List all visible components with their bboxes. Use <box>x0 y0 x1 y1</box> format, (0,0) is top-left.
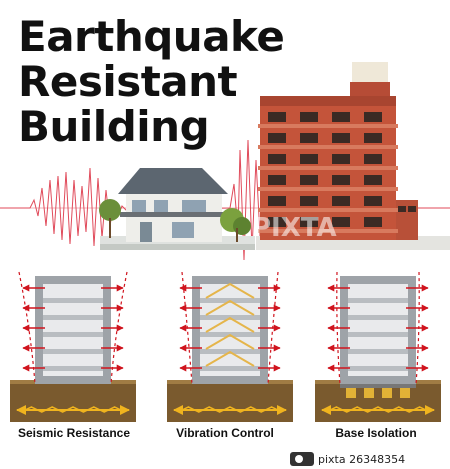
apartment-window <box>332 112 350 122</box>
floor-slab <box>348 366 408 371</box>
sway-line-right <box>110 271 128 385</box>
apartment-window <box>300 196 318 206</box>
apartment-window <box>268 217 286 227</box>
floor-slab <box>348 298 408 303</box>
isolator-bearing <box>382 388 392 398</box>
seismic-waveform <box>0 139 450 261</box>
apartment-window <box>300 112 318 122</box>
apartment-window <box>300 175 318 185</box>
floor-slab <box>43 349 103 354</box>
floor-slab <box>348 332 408 337</box>
apartment-window <box>364 196 382 206</box>
house <box>99 168 255 250</box>
sway-line-right <box>267 271 279 385</box>
balcony-slab <box>258 124 398 128</box>
sway-line-left <box>336 271 341 385</box>
apartment-window <box>332 154 350 164</box>
building-interior <box>348 284 408 376</box>
apartment-window <box>268 133 286 143</box>
damper-brace <box>205 316 255 333</box>
sway-line-left <box>18 271 36 385</box>
balcony-slab <box>258 229 398 233</box>
apartment-window <box>364 175 382 185</box>
apartment-window <box>300 154 318 164</box>
damper-brace <box>205 350 255 367</box>
caption-seismic-resistance: Seismic Resistance <box>17 426 131 440</box>
sway-line-left <box>181 271 193 385</box>
caption-vibration-control: Vibration Control <box>176 426 274 440</box>
apartment-window <box>364 154 382 164</box>
building-interior <box>43 284 103 376</box>
damper-brace <box>205 282 255 299</box>
title-line-2: Resistant <box>18 57 238 106</box>
floor-slab <box>348 349 408 354</box>
balcony-slab <box>258 208 398 212</box>
page-title: Earthquake Resistant Building <box>18 12 285 151</box>
footer-brand: pixta <box>318 453 346 466</box>
floor-slab <box>43 366 103 371</box>
apartment-window <box>332 217 350 227</box>
apartment-window <box>332 175 350 185</box>
footer-brand-id: pixta 26348354 <box>318 453 405 466</box>
footer-image-id: 26348354 <box>349 453 406 466</box>
isolation-base <box>340 384 416 388</box>
apartment-window <box>332 133 350 143</box>
floor-slab <box>348 315 408 320</box>
balcony-slab <box>258 166 398 170</box>
apartment-window <box>364 112 382 122</box>
apartment-window <box>300 217 318 227</box>
caption-base-isolation: Base Isolation <box>335 426 417 440</box>
isolator-bearing <box>400 388 410 398</box>
method-panels <box>10 271 441 422</box>
watermark: PIXTA <box>252 213 337 243</box>
panel-vibration <box>167 271 293 422</box>
pixta-logo-icon <box>290 452 314 466</box>
apartment-window <box>364 133 382 143</box>
apartment-window <box>364 217 382 227</box>
balcony-slab <box>258 145 398 149</box>
apartment-window <box>332 196 350 206</box>
ground-block <box>167 380 293 422</box>
apartment-window <box>300 133 318 143</box>
apartment-window <box>268 154 286 164</box>
floor-slab <box>43 315 103 320</box>
floor-slab <box>43 298 103 303</box>
floor-slab <box>200 366 260 371</box>
apartment-window <box>268 196 286 206</box>
title-line-3: Building <box>18 102 210 151</box>
damper-brace <box>205 299 255 316</box>
apartment-window <box>268 112 286 122</box>
panel-isolation <box>315 271 441 422</box>
damper-brace <box>205 333 255 350</box>
footer-bar <box>0 449 450 469</box>
hero-illustration: PIXTA <box>0 62 450 261</box>
title-line-1: Earthquake <box>18 12 285 61</box>
ground-block <box>10 380 136 422</box>
sway-line-right <box>415 271 420 385</box>
panel-seismic <box>10 271 136 422</box>
apartment-window <box>268 175 286 185</box>
isolator-bearing <box>364 388 374 398</box>
isolator-bearing <box>346 388 356 398</box>
floor-slab <box>43 332 103 337</box>
balcony-slab <box>258 187 398 191</box>
